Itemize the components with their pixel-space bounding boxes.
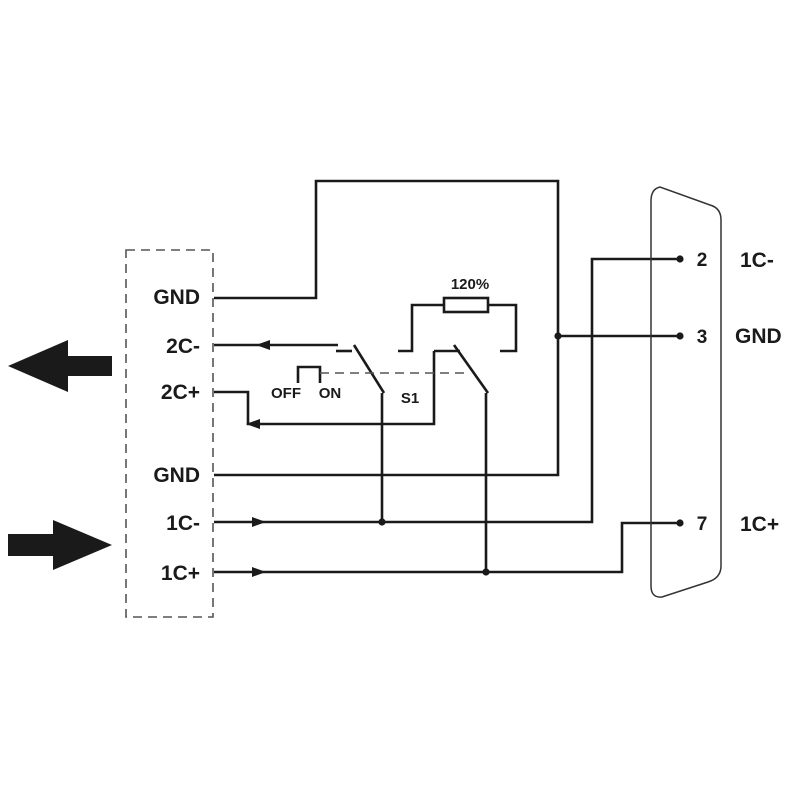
pin-number-7: 7 [697, 514, 708, 535]
junction-dot-1c-minus [378, 518, 386, 526]
resistor-label: 120% [451, 276, 489, 293]
wire-gnd-loop [214, 179, 560, 477]
junction-dot-gnd [554, 332, 562, 340]
arrow-1c-minus-icon [252, 517, 266, 527]
input-arrow-icon [8, 520, 112, 570]
switch-blade-left [352, 344, 386, 394]
pin-dot-2 [676, 255, 684, 263]
wire-1c-plus [214, 521, 680, 574]
arrow-2c-plus-icon [246, 419, 260, 429]
pin-dot-3 [676, 332, 684, 340]
pin-signal-1c-minus: 1C- [740, 249, 774, 272]
terminal-label-1c-minus: 1C- [166, 512, 200, 535]
switch-blade-right [452, 344, 490, 394]
dsub-connector-outline [650, 186, 722, 598]
terminal-label-2c-minus: 2C- [166, 335, 200, 358]
resistor-branch-right [488, 303, 518, 353]
pin-dot-7 [676, 519, 684, 527]
junction-dot-1c-plus [482, 568, 490, 576]
resistor-icon [442, 296, 490, 314]
arrow-2c-minus-icon [256, 340, 270, 350]
terminal-label-2c-plus: 2C+ [161, 381, 200, 404]
switch-name-label: S1 [401, 390, 419, 407]
pin-number-2: 2 [697, 250, 708, 271]
switch-on-label: ON [319, 385, 342, 402]
terminal-label-1c-plus: 1C+ [161, 562, 200, 585]
output-arrow-icon [8, 340, 112, 392]
terminal-label-gnd-top: GND [153, 286, 200, 309]
terminal-block-outline [125, 249, 214, 618]
pin-signal-gnd: GND [735, 325, 782, 348]
resistor-branch-left [398, 303, 444, 353]
pin-signal-1c-plus: 1C+ [740, 513, 779, 536]
switch-actuator [296, 365, 322, 383]
wire-1c-minus [214, 257, 680, 524]
terminal-label-gnd-bottom: GND [153, 464, 200, 487]
arrow-1c-plus-icon [252, 567, 266, 577]
pin-number-3: 3 [697, 327, 708, 348]
switch-off-label: OFF [271, 385, 301, 402]
